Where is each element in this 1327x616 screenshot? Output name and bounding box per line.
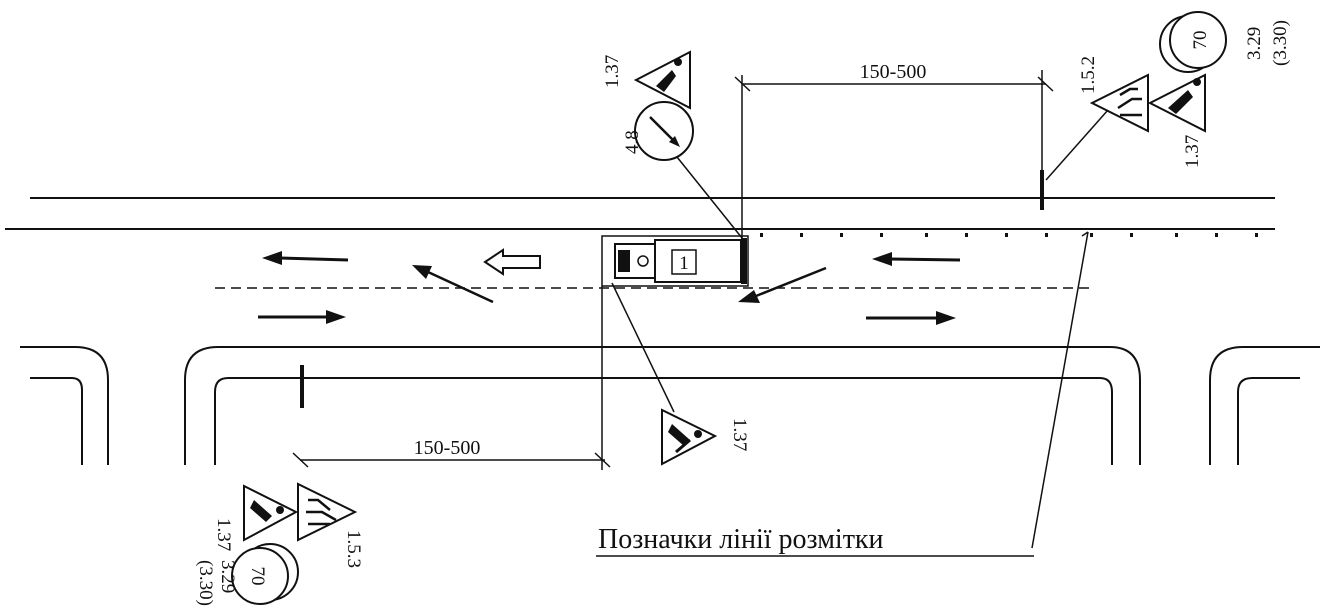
vehicle-body [654,239,742,283]
arrow-right-1 [258,310,346,324]
traffic-arrows [258,248,961,325]
right-sign-leader [1045,109,1109,181]
speed-value-right: 70 [1190,31,1211,50]
arrow-diagonal-merge [738,266,827,303]
speed-value-left: 70 [247,567,268,586]
edge-marking-dots [760,233,1258,237]
hollow-arrow-left [483,248,541,276]
vehicle-windshield [618,250,630,272]
bottom-dimension-label: 150-500 [414,437,481,459]
sign-roadwork-lower: 1.37 [661,408,750,466]
top-dimension: 150-500 [734,61,1054,240]
code-left-speed-alt: (3.30) [195,560,216,606]
caption-marking-labels: Позначки лінії розмітки [598,524,884,555]
road-edges [5,197,1275,289]
code-lower-roadwork: 1.37 [729,418,750,451]
code-left-speed: 3.29 [217,560,238,593]
sign-speed-right: 70 3.29 (3.30) [1159,11,1291,73]
left-corner-outer [20,346,109,465]
vehicle-number-plate [671,249,697,275]
vehicle-number: 1 [679,253,689,274]
top-sign-leader [676,156,743,239]
top-dimension-label: 150-500 [860,61,927,83]
work-vehicle: 1 [601,235,749,287]
code-right-speed-alt: (3.30) [1270,20,1291,66]
code-left-roadwork: 1.37 [213,518,234,551]
arrow-left-1 [262,251,349,265]
bottom-dimension: 150-500 [292,286,611,470]
caption-leader-hook [1081,231,1089,237]
left-corner-inner [30,377,83,465]
sign-direction-top: 4.8 [622,101,694,161]
arrow-left-2 [872,252,961,266]
work-zone-box [601,235,749,287]
sign-speed-left: 70 3.29 (3.30) [195,543,299,606]
code-top-direction: 4.8 [622,130,643,154]
bottom-road-edge [20,346,1320,465]
sign-roadwork-top: 1.37 [602,50,691,110]
code-right-speed: 3.29 [1244,27,1265,60]
lower-sign-leader [611,282,675,413]
code-right-roadwork: 1.37 [1182,135,1203,168]
sign-narrowing-left: 1.5.3 [297,482,364,568]
middle-block-outer [184,346,1141,465]
code-right-narrowing: 1.5.2 [1078,56,1099,94]
sign-roadwork-left: 1.37 [213,484,299,551]
caption-leader-1 [1031,231,1089,549]
arrow-right-2 [866,311,956,325]
vehicle-beacon [637,255,649,267]
right-corner-outer [1209,346,1320,465]
right-corner-inner [1237,377,1300,465]
arrow-diagonal-left [412,265,494,304]
sign-roadwork-right: 1.37 [1147,73,1206,168]
code-left-narrowing: 1.5.3 [343,530,364,568]
sign-narrowing-right: 1.5.2 [1078,56,1149,133]
vehicle-rear-barrier [741,238,747,284]
middle-block-inner [214,377,1113,465]
code-top-roadwork: 1.37 [602,55,623,88]
